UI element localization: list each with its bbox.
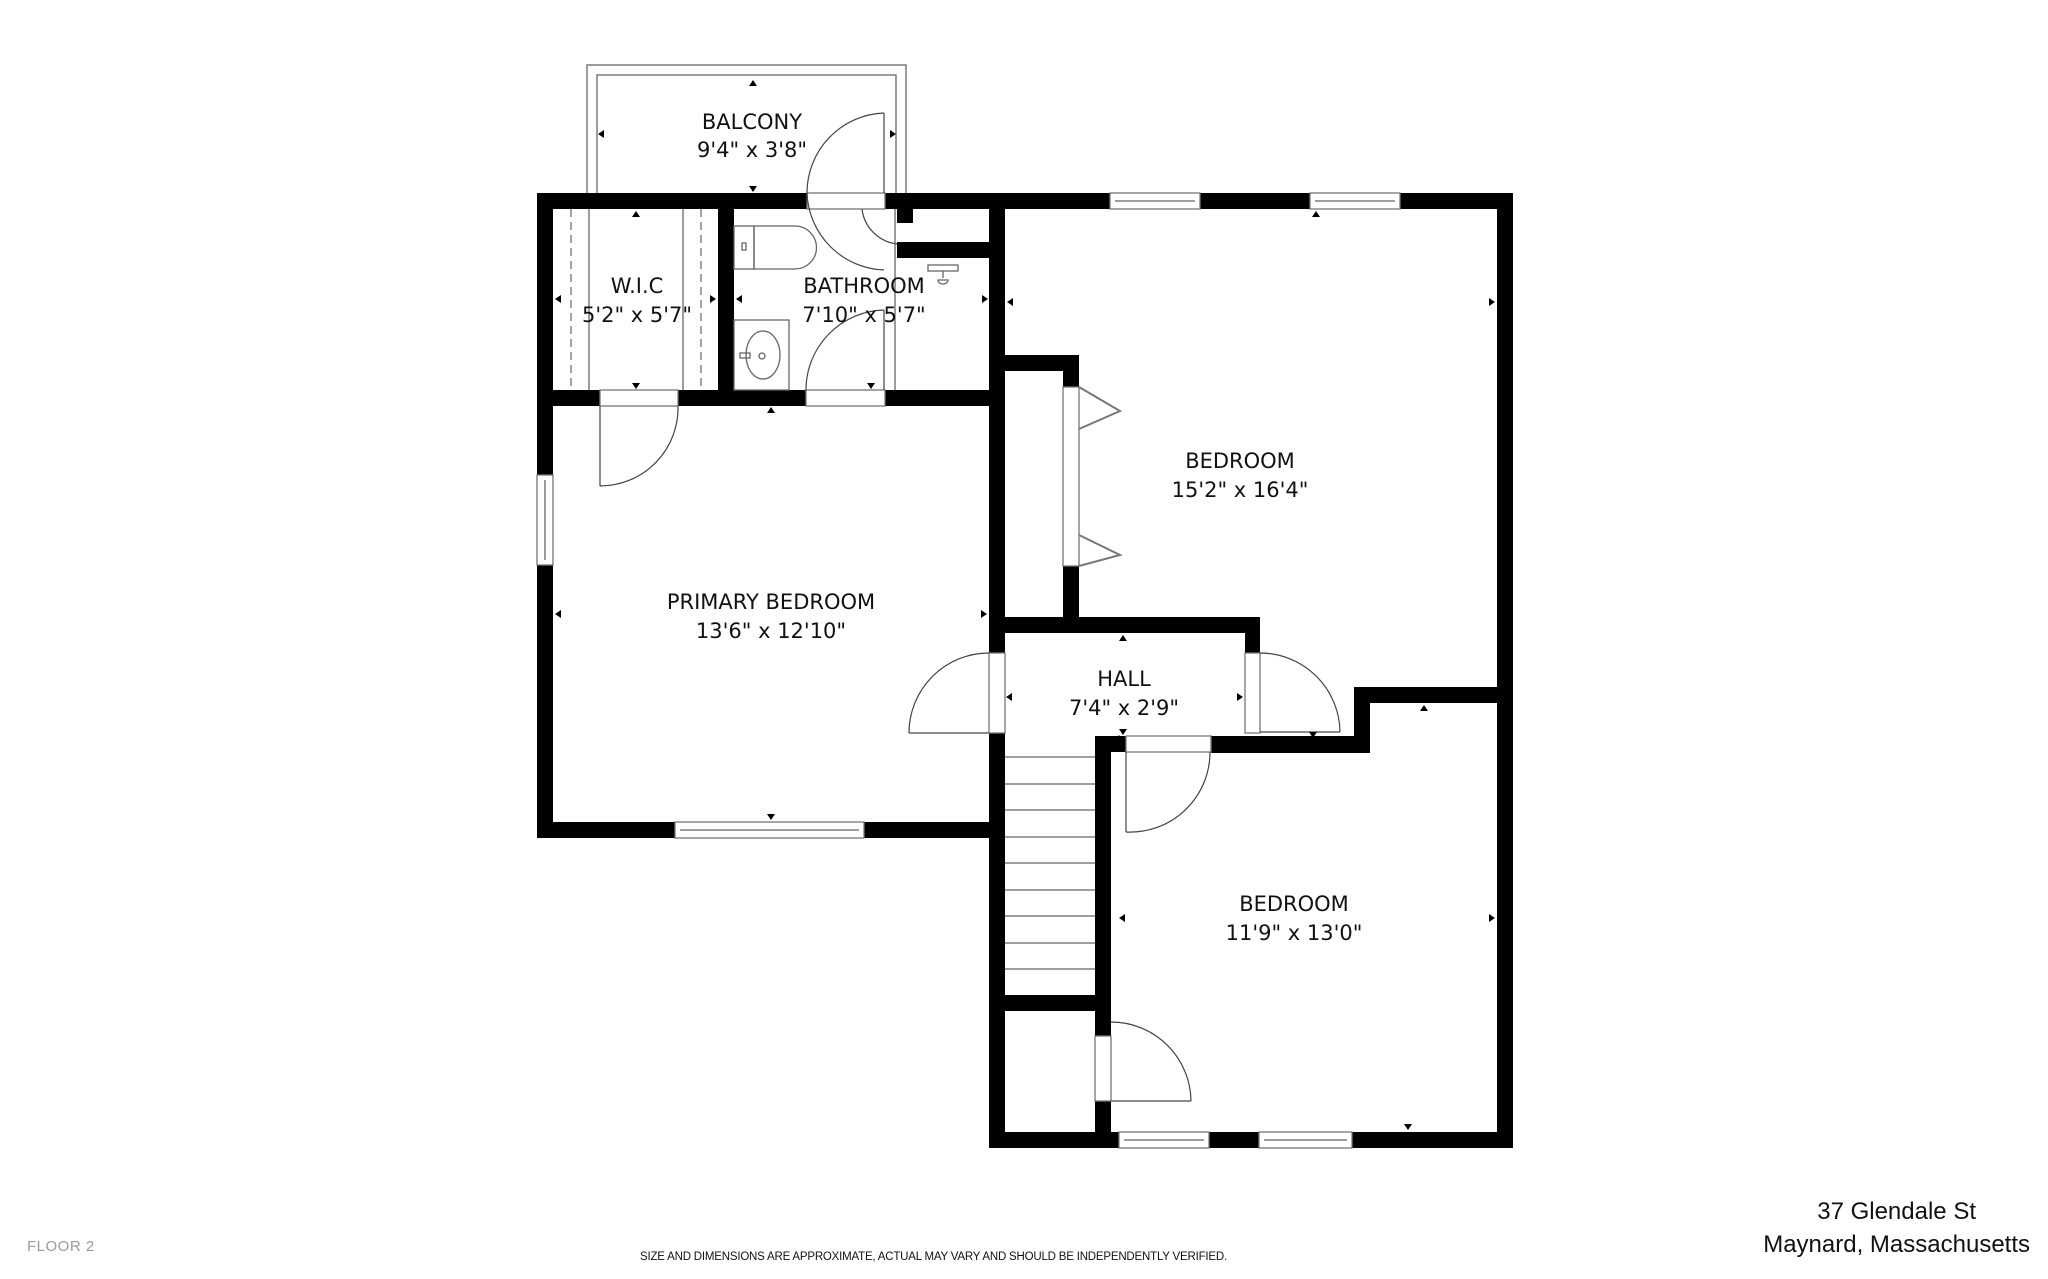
room-name: PRIMARY BEDROOM [667,590,875,614]
room-name: HALL [1097,667,1151,691]
floor-label: FLOOR 2 [27,1238,95,1255]
room-dimensions: 7'4" x 2'9" [1069,696,1179,720]
room-dimensions: 9'4" x 3'8" [697,138,807,162]
room-name: BALCONY [702,110,802,134]
shower-icon [894,209,959,390]
windows [536,192,1401,1149]
room-dimensions: 5'2" x 5'7" [582,303,692,327]
room-dimensions: 13'6" x 12'10" [696,619,846,643]
wic-shelving [570,209,702,390]
room-primary-bedroom: PRIMARY BEDROOM 13'6" x 12'10" [667,590,875,643]
room-name: BATHROOM [803,274,925,298]
sink-icon [733,319,790,391]
room-hall: HALL 7'4" x 2'9" [1069,667,1179,720]
room-bedroom-2: BEDROOM 11'9" x 13'0" [1226,892,1363,945]
room-name: W.I.C [611,274,664,298]
property-address: 37 Glendale St Maynard, Massachusetts [1763,1195,2030,1261]
room-name: BEDROOM [1239,892,1349,916]
stairs [1005,756,1095,970]
room-wic: W.I.C 5'2" x 5'7" [582,274,692,327]
room-bedroom-1: BEDROOM 15'2" x 16'4" [1172,449,1309,502]
room-dimensions: 15'2" x 16'4" [1172,478,1309,502]
address-street: 37 Glendale St [1817,1198,1976,1225]
room-dimensions: 11'9" x 13'0" [1226,921,1363,945]
doors [599,112,1341,1102]
room-bathroom: BATHROOM 7'10" x 5'7" [802,274,925,327]
disclaimer: SIZE AND DIMENSIONS ARE APPROXIMATE, ACT… [640,1251,1227,1263]
room-dimensions: 7'10" x 5'7" [802,303,925,327]
room-name: BEDROOM [1185,449,1295,473]
measurement-ticks [555,80,1495,1130]
walls [537,193,1513,1148]
toilet-icon [733,225,818,270]
room-balcony: BALCONY 9'4" x 3'8" [697,110,807,162]
address-city: Maynard, Massachusetts [1763,1231,2030,1258]
